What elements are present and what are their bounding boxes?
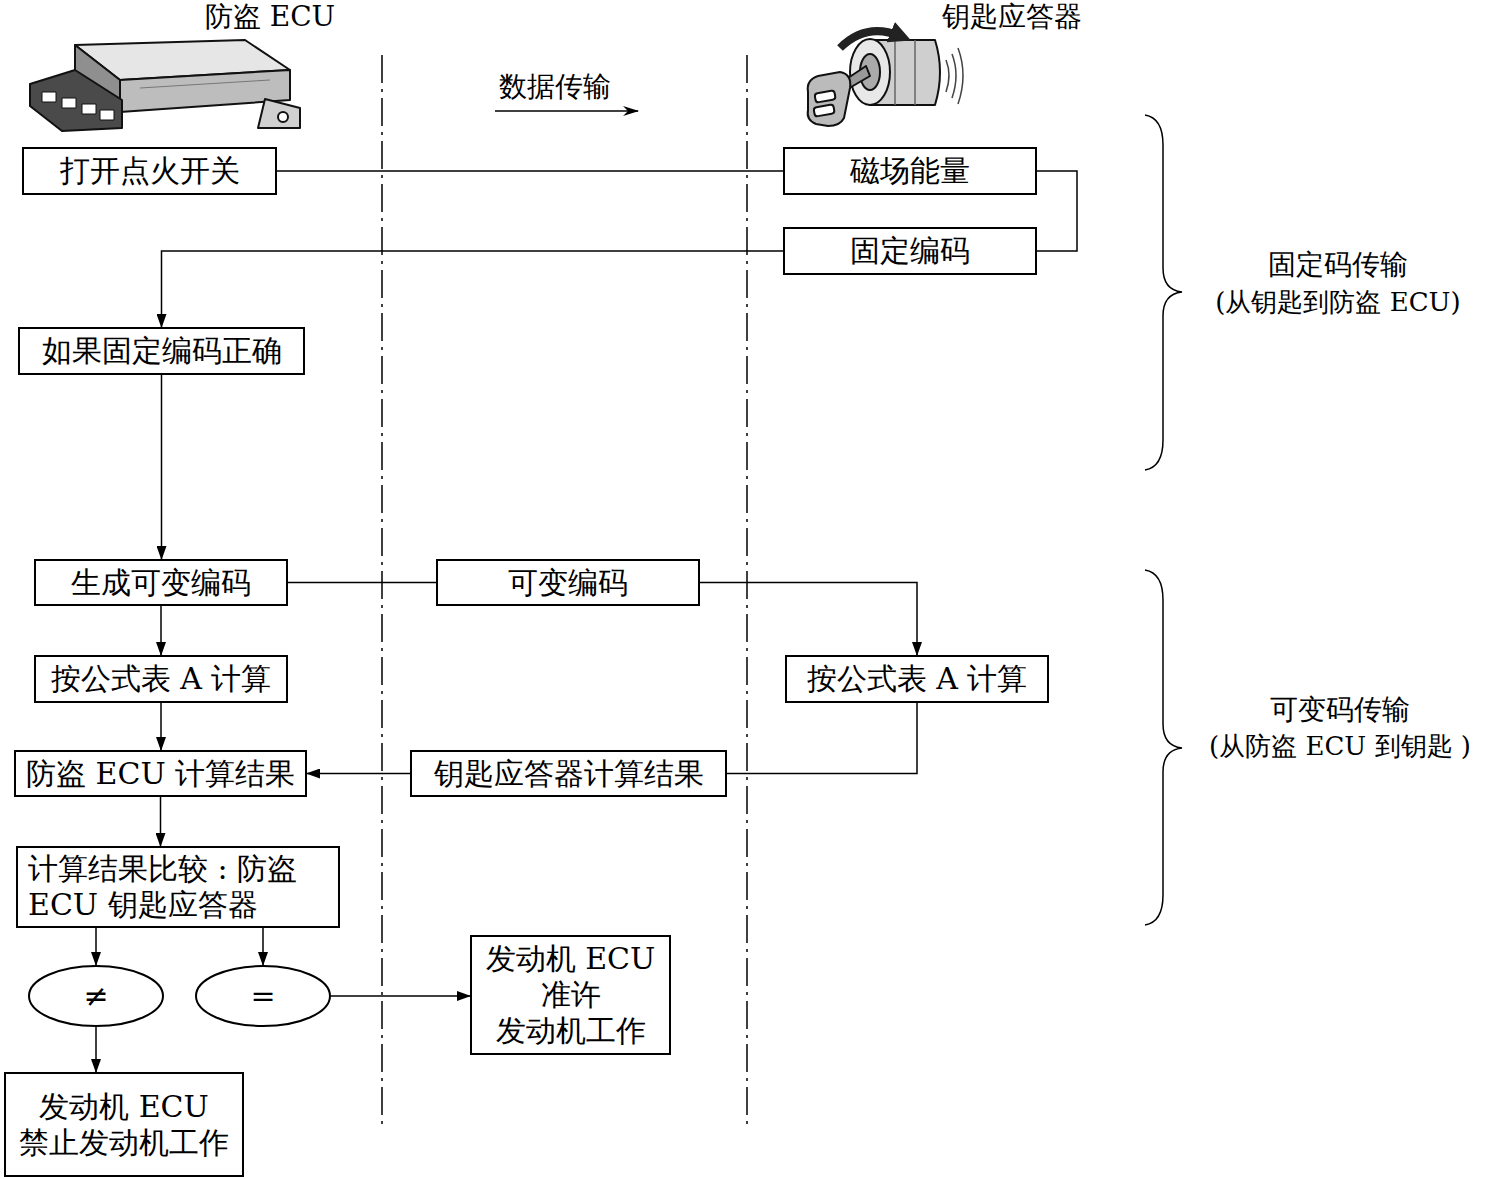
outcome-box: 发动机 ECU 准许 发动机工作: [470, 935, 671, 1055]
connector: [95, 928, 97, 965]
node-text: 计算结果比较 : 防盗 ECU 钥匙应答器: [28, 851, 328, 923]
process-box: 打开点火开关: [22, 147, 277, 195]
node-text: 按公式表 A 计算: [46, 661, 276, 697]
connector: [1037, 171, 1077, 251]
process-box: 按公式表 A 计算: [785, 655, 1049, 703]
node-text: 如果固定编码正确: [30, 333, 293, 369]
outcome-box: 发动机 ECU 禁止发动机工作: [4, 1072, 244, 1177]
node-text: 可变编码: [448, 565, 688, 601]
ellipse-outline: [29, 966, 163, 1026]
connector: [95, 1027, 97, 1072]
connector: [288, 582, 436, 584]
column-heading: 钥匙应答器: [940, 0, 1084, 34]
phase-note: (从钥匙到防盗 ECU): [1213, 287, 1462, 318]
connector: [162, 251, 784, 327]
phase-label: 固定码传输: [1266, 248, 1410, 282]
connector: [161, 375, 163, 559]
node-text: 磁场能量: [795, 153, 1025, 189]
node-text: 发动机 ECU 禁止发动机工作: [16, 1089, 232, 1161]
node-text: 生成可变编码: [46, 565, 276, 601]
compare-box: 计算结果比较 : 防盗 ECU 钥匙应答器: [16, 846, 340, 928]
direction-arrow: [495, 110, 638, 112]
node-text: 按公式表 A 计算: [797, 661, 1037, 697]
connector: [331, 995, 470, 997]
connector: [307, 773, 410, 775]
node-text: 防盗 ECU 计算结果: [26, 756, 295, 792]
connector: [160, 703, 162, 750]
ellipse-outline: [196, 966, 330, 1026]
decision-ellipse: =: [195, 965, 331, 1027]
decision-ellipse: ≠: [28, 965, 164, 1027]
separator-line: [381, 55, 383, 1125]
process-box: 固定编码: [783, 227, 1037, 275]
condition-box: 如果固定编码正确: [18, 327, 305, 375]
data-box: 钥匙应答器计算结果: [410, 750, 727, 797]
ecu-illustration: [30, 40, 300, 131]
data-box: 可变编码: [436, 559, 700, 606]
node-text: 固定编码: [795, 233, 1025, 269]
node-text: 钥匙应答器计算结果: [422, 756, 715, 792]
connector: [700, 583, 917, 656]
key-lock-illustration: [808, 31, 963, 126]
process-box: 按公式表 A 计算: [34, 655, 288, 703]
node-text: =: [205, 978, 321, 1014]
column-heading: 防盗 ECU: [203, 0, 337, 34]
process-box: 生成可变编码: [34, 559, 288, 606]
brace: [1145, 570, 1182, 925]
node-text: 打开点火开关: [34, 153, 265, 189]
process-box: 磁场能量: [783, 147, 1037, 195]
connector: [160, 797, 162, 846]
phase-label: 可变码传输: [1268, 693, 1412, 727]
result-box: 防盗 ECU 计算结果: [14, 750, 307, 797]
flow-caption: 数据传输: [497, 70, 613, 104]
connector: [160, 606, 162, 655]
brace: [1145, 115, 1182, 470]
phase-note: (从防盗 ECU 到钥匙 ): [1207, 731, 1473, 762]
node-text: 发动机 ECU 准许 发动机工作: [482, 941, 659, 1049]
separator-line: [746, 55, 748, 1125]
connector: [727, 703, 917, 774]
connector: [262, 928, 264, 965]
node-text: ≠: [38, 978, 154, 1014]
connector: [277, 170, 783, 172]
